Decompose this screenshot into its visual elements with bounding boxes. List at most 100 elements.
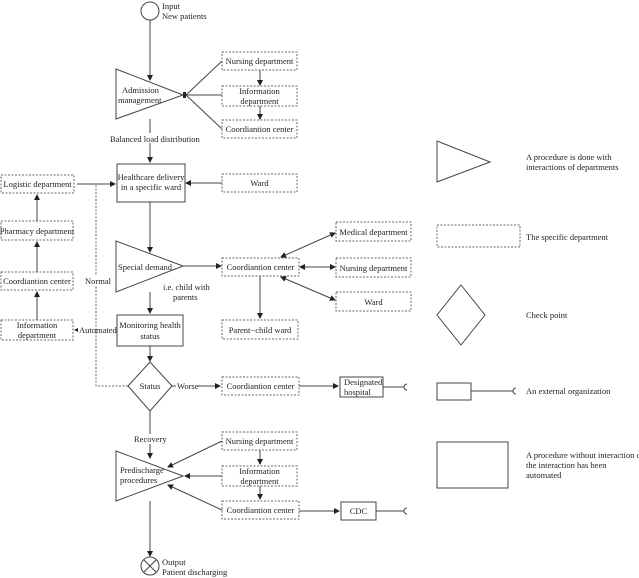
legend-external-box-icon	[436, 382, 472, 401]
legend-item-solid-box: A procedure without interaction or the i…	[436, 441, 639, 489]
label-child-1: i.e. child with	[163, 282, 210, 292]
svg-text:Status: Status	[140, 381, 161, 391]
label-balanced-load: Balanced load distribution	[110, 134, 200, 144]
output-node: Output Patient discharging	[140, 556, 228, 577]
monitoring-node: Monitoring health status	[116, 314, 184, 347]
svg-text:interactions of departments: interactions of departments	[526, 162, 619, 172]
legend-connector-icon	[512, 387, 517, 395]
admission-junction	[183, 92, 186, 98]
edge-pdnursing-predischarge	[167, 440, 223, 468]
svg-text:Medical department: Medical department	[339, 227, 408, 237]
external-cdc: CDC	[340, 501, 377, 521]
dept-logistic: Logistic department	[0, 174, 75, 194]
svg-text:Information: Information	[17, 320, 58, 330]
dept-pd-nursing: Nursing department	[221, 431, 298, 451]
output-label-1: Output	[162, 557, 186, 567]
dept-adm-coord: Coordiantion center	[221, 119, 298, 139]
svg-text:The specific department: The specific department	[526, 232, 609, 242]
svg-text:Information: Information	[239, 86, 280, 96]
edge-pdcoord-predischarge	[167, 484, 223, 511]
svg-text:department: department	[240, 96, 279, 106]
label-recovery: Recovery	[134, 434, 167, 444]
legend-solid-box-icon	[436, 441, 509, 489]
svg-text:Ward: Ward	[364, 297, 383, 307]
svg-text:Coordiantion center: Coordiantion center	[226, 124, 294, 134]
svg-text:Logistic department: Logistic department	[3, 179, 72, 189]
svg-text:Special demand: Special demand	[118, 262, 173, 272]
admission-management-node: Admission management	[115, 68, 185, 120]
svg-text:A procedure without interactio: A procedure without interaction or	[526, 450, 639, 460]
dept-adm-nursing: Nursing department	[221, 51, 298, 71]
svg-text:A procedure is done with: A procedure is done with	[526, 152, 612, 162]
svg-text:Coordiantion center: Coordiantion center	[227, 262, 295, 272]
svg-text:Check point: Check point	[526, 310, 568, 320]
dept-parent-child-ward: Parent−child ward	[221, 319, 299, 340]
edge-coord-medical	[280, 232, 336, 258]
legend-item-triangle: A procedure is done with interactions of…	[436, 140, 619, 183]
svg-text:Nursing department: Nursing department	[226, 56, 294, 66]
svg-text:Pharmacy department: Pharmacy department	[0, 226, 75, 236]
svg-text:the interaction has been: the interaction has been	[526, 460, 607, 470]
dept-left-coord: Coordiantion center	[0, 271, 74, 291]
svg-text:department: department	[240, 476, 279, 486]
dept-pharmacy: Pharmacy department	[0, 220, 75, 241]
svg-text:Monitoring health: Monitoring health	[119, 320, 181, 330]
svg-text:Ward: Ward	[250, 178, 269, 188]
svg-text:department: department	[18, 330, 57, 340]
dept-worse-coord: Coordiantion center	[221, 376, 300, 396]
svg-text:Parent−child ward: Parent−child ward	[229, 325, 292, 335]
svg-text:automated: automated	[526, 470, 562, 480]
dept-adm-info: Information department	[221, 85, 298, 107]
label-worse: Worse	[177, 381, 199, 391]
dept-left-info: Information department	[0, 319, 74, 341]
input-label-1: Input	[162, 1, 181, 11]
legend: A procedure is done with interactions of…	[436, 140, 639, 489]
svg-text:Coordiantion center: Coordiantion center	[227, 505, 295, 515]
svg-text:Designated: Designated	[344, 377, 383, 387]
special-demand-node: Special demand	[115, 240, 185, 293]
status-checkpoint: Status	[127, 361, 173, 412]
svg-text:procedures: procedures	[120, 475, 157, 485]
svg-text:hospital: hospital	[344, 387, 372, 397]
dept-ward-top: Ward	[221, 173, 298, 193]
input-node: Input New patients	[140, 1, 207, 21]
external-designated-hospital: Designated hospital	[339, 376, 384, 398]
edge-coord-ward	[280, 276, 336, 301]
dept-pd-info: Information department	[221, 465, 298, 487]
legend-item-diamond: Check point	[436, 284, 568, 346]
admission-triangle	[115, 68, 185, 120]
svg-text:Coordiantion center: Coordiantion center	[227, 381, 295, 391]
svg-text:Nursing department: Nursing department	[340, 263, 408, 273]
legend-item-external: An external organization	[436, 382, 611, 401]
admission-label-2: management	[118, 95, 162, 105]
label-automated: Automated	[79, 325, 118, 335]
predischarge-node: Predischarge procedures	[115, 450, 185, 502]
svg-text:Information: Information	[239, 466, 280, 476]
input-circle	[140, 1, 160, 21]
output-label-2: Patient discharging	[162, 567, 228, 577]
special-demand-triangle	[115, 240, 185, 293]
svg-text:An external organization: An external organization	[526, 386, 611, 396]
legend-diamond-icon	[436, 284, 486, 346]
healthcare-delivery-node: Healthcare delivery in a specific ward	[116, 163, 186, 203]
svg-text:Healthcare delivery: Healthcare delivery	[118, 172, 186, 182]
dept-sd-nursing: Nursing department	[335, 257, 412, 278]
legend-dashed-box-icon	[436, 224, 521, 248]
label-child-2: parents	[173, 292, 198, 302]
edge-adm-nursing	[185, 60, 223, 96]
svg-text:Nursing department: Nursing department	[226, 436, 294, 446]
predischarge-triangle	[115, 450, 185, 502]
svg-text:in a specific ward: in a specific ward	[121, 182, 182, 192]
legend-item-dashed-box: The specific department	[436, 224, 609, 248]
admission-label-1: Admission	[122, 85, 160, 95]
svg-text:CDC: CDC	[350, 506, 368, 516]
external-connector-icon	[403, 507, 408, 515]
external-connector-icon	[403, 383, 408, 391]
svg-text:Predischarge: Predischarge	[120, 465, 164, 475]
legend-triangle-icon	[436, 140, 492, 183]
dept-medical: Medical department	[335, 221, 412, 242]
input-label-2: New patients	[162, 11, 207, 21]
dept-sd-ward: Ward	[335, 291, 412, 312]
edge-adm-coord	[185, 94, 223, 130]
